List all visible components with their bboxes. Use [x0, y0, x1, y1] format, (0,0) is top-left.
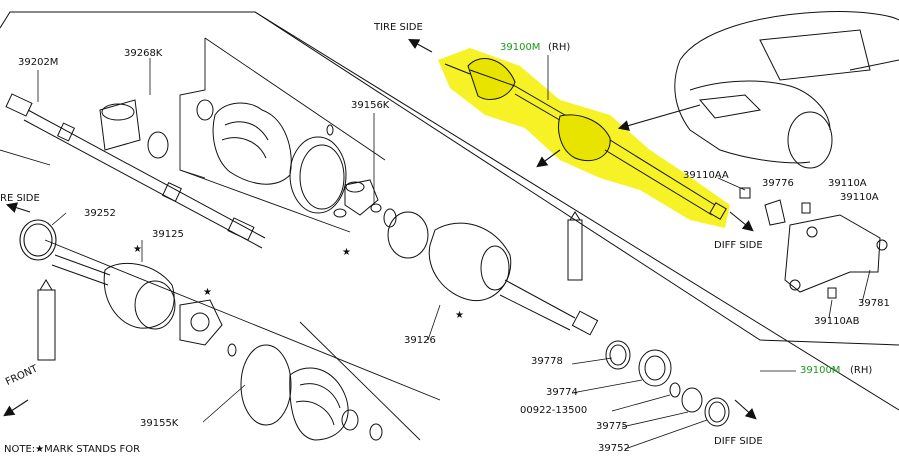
- label-diff-side-top: DIFF SIDE: [714, 240, 763, 251]
- inner-joint-housing: [428, 222, 599, 336]
- inner-boot-lower: [240, 344, 383, 441]
- label-39776: 39776: [762, 178, 794, 189]
- intermediate-shaft: [5, 93, 266, 249]
- label-39156k: 39156K: [351, 100, 390, 111]
- svg-text:★: ★: [203, 287, 212, 298]
- svg-text:★: ★: [133, 244, 142, 255]
- outer-boot-upper: [196, 99, 347, 214]
- upper-kit-frame: [179, 37, 386, 233]
- label-39774: 39774: [546, 387, 578, 398]
- label-39100m-right-side: (RH): [850, 365, 873, 376]
- label-39781: 39781: [858, 298, 890, 309]
- label-39110a-1: 39110A: [828, 178, 867, 189]
- label-39100m-top-side: (RH): [548, 42, 571, 53]
- ring-39252: [19, 219, 57, 261]
- label-tire-side-left: RE SIDE: [0, 193, 40, 204]
- tripod-joint: [333, 179, 429, 259]
- label-39100m-top[interactable]: 39100M: [500, 42, 541, 53]
- label-39778: 39778: [531, 356, 563, 367]
- grease-tubes: [37, 211, 583, 361]
- asterisk-marks: ★ ★ ★ ★: [133, 244, 464, 321]
- label-39155k: 39155K: [140, 418, 179, 429]
- front-arrow: [3, 399, 29, 417]
- outer-cv-joint-lower: [51, 254, 237, 357]
- highlighted-axle-assembly: [438, 48, 730, 228]
- label-39110ab: 39110AB: [814, 316, 860, 327]
- label-39752: 39752: [598, 443, 630, 454]
- label-39775: 39775: [596, 421, 628, 432]
- label-39126: 39126: [404, 335, 436, 346]
- svg-text:★: ★: [455, 310, 464, 321]
- vehicle-outline: [674, 11, 899, 169]
- callout-arrows: [5, 38, 757, 420]
- label-39110a-2: 39110A: [840, 192, 879, 203]
- support-bracket: [739, 187, 888, 299]
- svg-text:★: ★: [342, 247, 351, 258]
- assembly-frame: [0, 11, 899, 411]
- leader-lines: [37, 55, 871, 450]
- diff-side-rings: [605, 340, 730, 427]
- bearing-39268k: [99, 99, 169, 159]
- label-diff-side-bottom: DIFF SIDE: [714, 436, 763, 447]
- label-tire-side-top: TIRE SIDE: [374, 22, 423, 33]
- label-39202m: 39202M: [18, 57, 59, 68]
- label-39100m-right[interactable]: 39100M: [800, 365, 841, 376]
- label-39268k: 39268K: [124, 48, 163, 59]
- label-39125: 39125: [152, 229, 184, 240]
- label-39252: 39252: [84, 208, 116, 219]
- label-39110aa: 39110AA: [683, 170, 729, 181]
- note-text: NOTE:★MARK STANDS FOR: [4, 444, 141, 455]
- label-00922-13500: 00922-13500: [520, 405, 588, 416]
